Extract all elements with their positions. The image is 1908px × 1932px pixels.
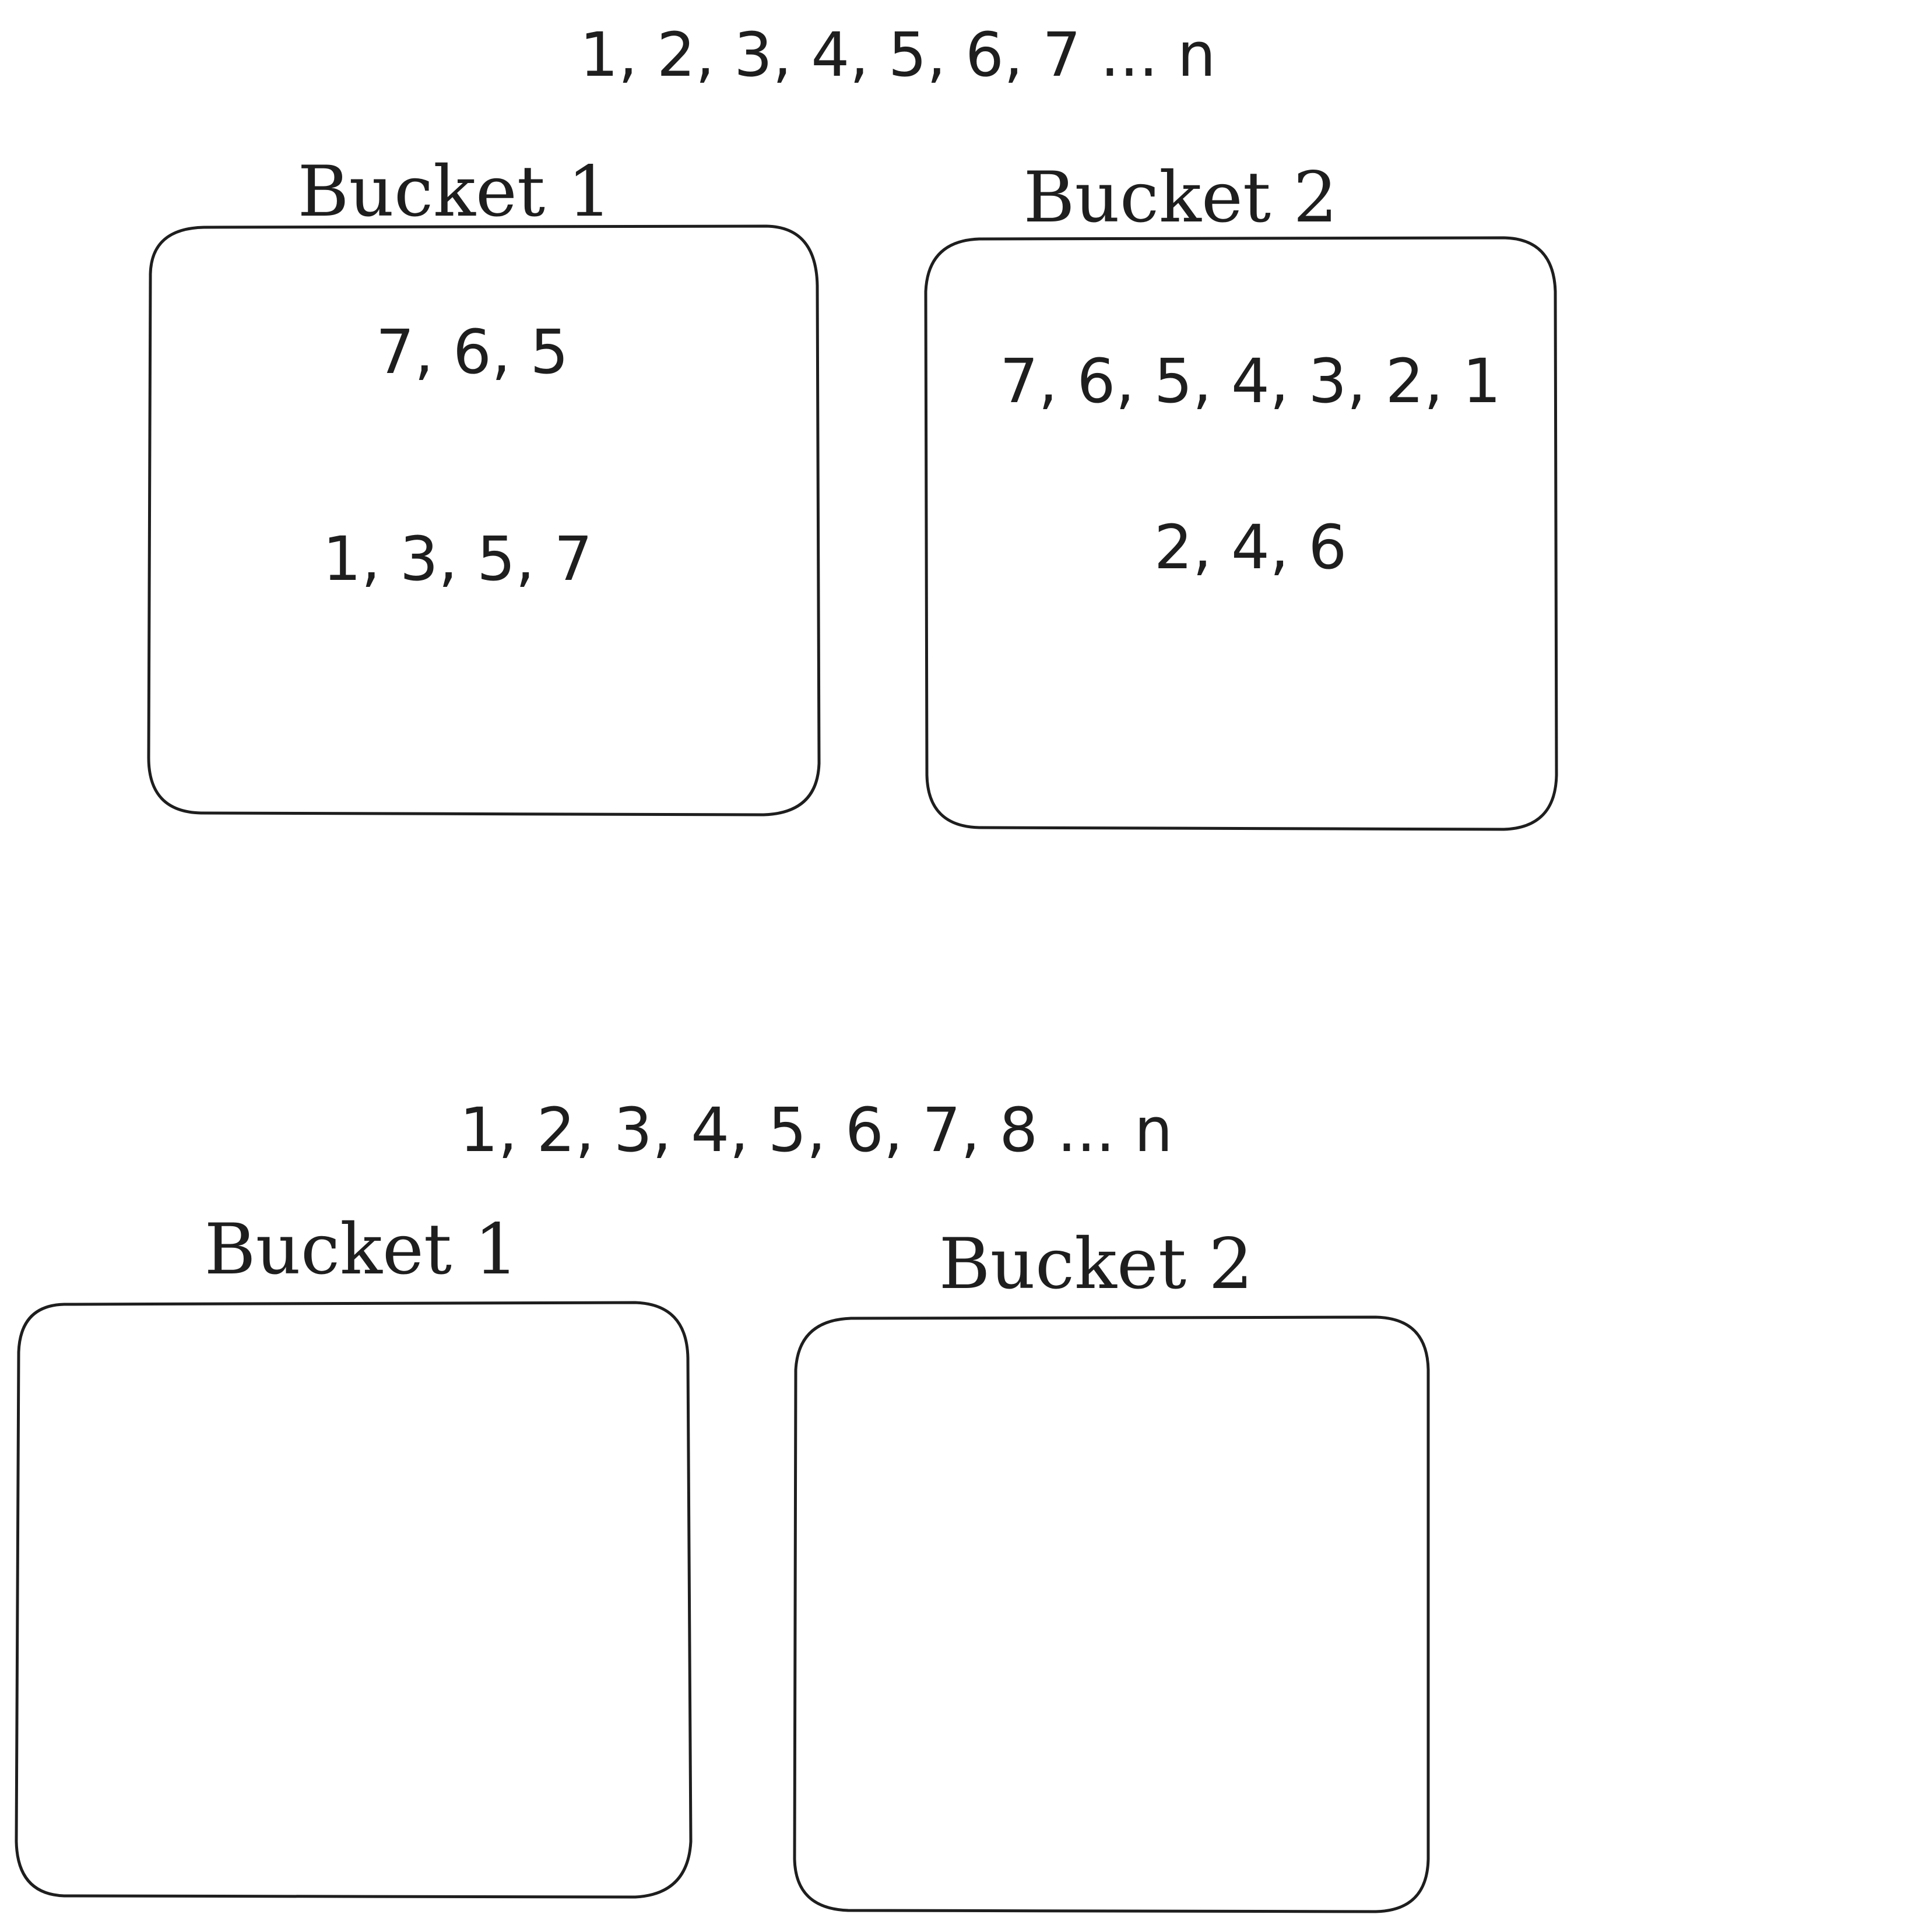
top-bucket2-label: Bucket 2 — [1023, 157, 1337, 238]
top-bucket1-label: Bucket 1 — [297, 152, 612, 233]
bottom-bucket2-label: Bucket 2 — [939, 1224, 1253, 1305]
top-bucket1-line1: 7, 6, 5 — [376, 316, 569, 388]
top-bucket2-box — [924, 236, 1558, 831]
top-sequence: 1, 2, 3, 4, 5, 6, 7 ... n — [579, 19, 1215, 90]
top-bucket2-line2: 2, 4, 6 — [1154, 512, 1347, 583]
bottom-bucket1-box — [15, 1301, 693, 1899]
top-bucket1-line2: 1, 3, 5, 7 — [322, 523, 592, 594]
bottom-bucket2-box — [793, 1315, 1430, 1913]
bottom-sequence: 1, 2, 3, 4, 5, 6, 7, 8 ... n — [459, 1095, 1172, 1166]
top-bucket2-line1: 7, 6, 5, 4, 3, 2, 1 — [1000, 346, 1501, 417]
bottom-bucket1-label: Bucket 1 — [204, 1209, 518, 1290]
top-bucket1-box — [147, 224, 821, 817]
